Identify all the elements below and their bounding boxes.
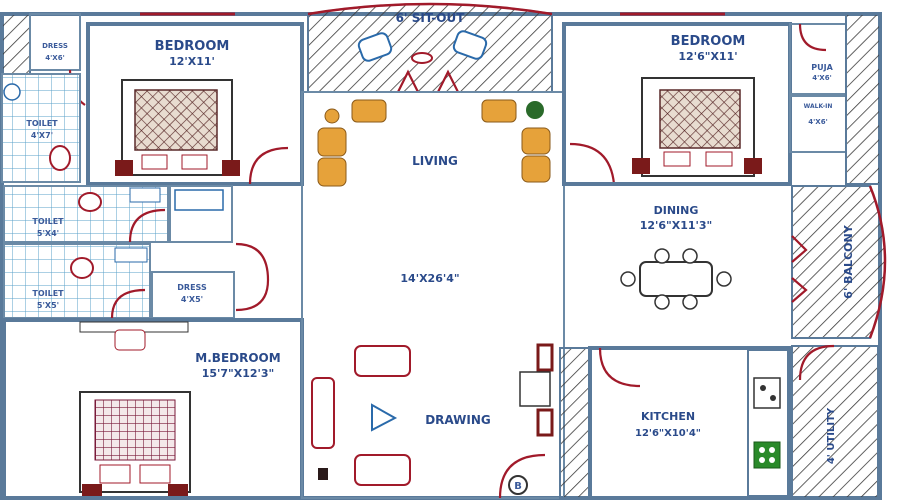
bedroom2-size: 12'6"X11' — [678, 50, 737, 63]
main-door[interactable] — [498, 453, 546, 499]
toilet3-size: 5'X5' — [37, 301, 59, 310]
sitout-label: 6' SIT-OUT — [396, 11, 466, 25]
dining-table-icon — [620, 248, 732, 310]
dining-label: DINING — [654, 204, 699, 217]
kitchen-room — [588, 346, 792, 500]
drawing-label: DRAWING — [425, 413, 491, 427]
dress-passage — [169, 185, 233, 243]
puja-label: PUJA — [811, 63, 833, 72]
bedroom1-bed-icon — [115, 79, 240, 176]
washbasin-icon — [174, 189, 224, 211]
living-sofa-icon — [317, 99, 551, 187]
toilet1-label: TOILET — [26, 119, 58, 128]
utility-area — [791, 345, 879, 499]
sitout-chair-icon — [357, 30, 488, 64]
dress1-size: 4'X6' — [45, 54, 64, 62]
drawing-sofa-icon — [311, 345, 411, 486]
bedroom1-door[interactable] — [248, 146, 289, 185]
puja-room — [789, 23, 847, 95]
bedroom2-label: BEDROOM — [671, 34, 746, 49]
mbedroom-size: 15'7"X12'3" — [202, 367, 275, 380]
kitchen-counter — [747, 349, 789, 497]
toilet2-label: TOILET — [32, 217, 64, 226]
hall-size: 14'X26'4" — [400, 272, 459, 285]
toilet3-wc-icon — [70, 247, 148, 279]
mbedroom-bed-icon — [79, 391, 191, 496]
bedroom1-size: 12'X11' — [169, 55, 215, 68]
mbedroom-desk-icon — [79, 321, 189, 351]
kitchen-size: 12'6"X10'4" — [635, 428, 701, 439]
staircase-center — [559, 347, 591, 499]
walkin-size: 4'X6' — [808, 118, 827, 126]
tv-unit-icon — [519, 343, 554, 437]
kitchen-stove-icon — [753, 441, 781, 469]
balcony-label: 6' BALCONY — [842, 224, 855, 298]
dress1-label: DRESS — [42, 42, 68, 50]
staircase-left — [1, 13, 31, 75]
utility-label: 4' UTILITY — [826, 407, 837, 464]
bedroom1-label: BEDROOM — [155, 39, 230, 54]
dress2-label: DRESS — [177, 283, 207, 292]
kitchen-sink-icon — [753, 377, 781, 409]
toilet2-size: 5'X4' — [37, 229, 59, 238]
toilet1-size: 4'X7' — [31, 131, 53, 140]
toilet2-wc-icon — [78, 187, 161, 212]
balcony-area — [791, 185, 887, 339]
living-label: LIVING — [412, 154, 458, 168]
entry-marker — [508, 475, 528, 495]
kitchen-label: KITCHEN — [641, 410, 695, 423]
toilet3-label: TOILET — [32, 289, 64, 298]
sitout-area — [307, 2, 553, 93]
mbedroom-label: M.BEDROOM — [195, 351, 280, 365]
puja-size: 4'X6' — [812, 74, 831, 82]
dining-size: 12'6"X11'3" — [640, 219, 713, 232]
hall-area — [301, 91, 565, 499]
bedroom2-bed-icon — [632, 77, 762, 177]
toilet1-wc-icon — [3, 83, 71, 171]
staircase-right — [845, 13, 881, 185]
dress1-room — [29, 13, 81, 71]
dress2-size: 4'X5' — [181, 295, 203, 304]
entry-mark: B — [514, 481, 522, 492]
walkin-label: WALK-IN — [804, 103, 833, 110]
